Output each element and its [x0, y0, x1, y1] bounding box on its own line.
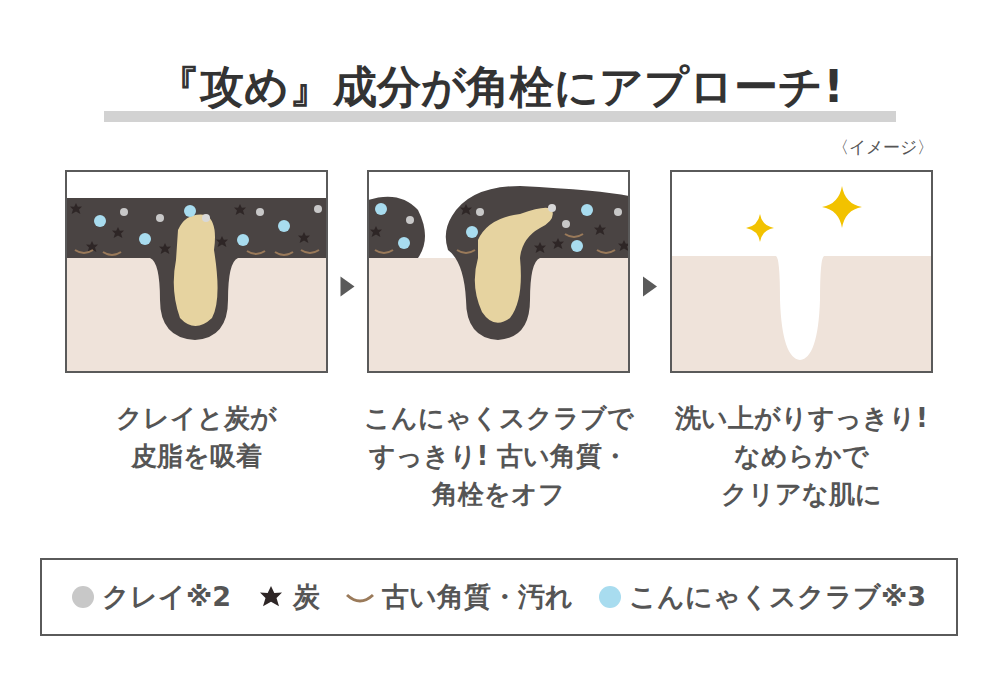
legend-box: クレイ※2 炭 古い角質・汚れ こんにゃくスクラブ※3	[40, 558, 958, 636]
legend-item: 炭	[257, 579, 320, 615]
legend-text: こんにゃくスクラブ※3	[629, 579, 926, 615]
legend-swatch	[72, 586, 94, 608]
legend-text: 古い角質・汚れ	[382, 579, 573, 615]
step-caption: こんにゃくスクラブで すっきり! 古い角質・角栓をオフ	[349, 399, 649, 513]
charcoal-symbol	[257, 585, 285, 609]
step-arrow	[643, 277, 657, 297]
legend-text: クレイ※2	[102, 579, 231, 615]
skin-panel: 洗い上がりすっきり! なめらかで クリアな肌に	[670, 170, 933, 373]
residue-symbol	[346, 585, 374, 609]
skin-panel: クレイと炭が 皮脂を吸着	[65, 170, 328, 373]
image-note: 〈イメージ〉	[832, 136, 934, 159]
skin-panel: こんにゃくスクラブで すっきり! 古い角質・角栓をオフ	[367, 170, 630, 373]
panel-art-3	[671, 171, 932, 372]
step-caption: 洗い上がりすっきり! なめらかで クリアな肌に	[652, 399, 952, 513]
legend-text: 炭	[293, 579, 320, 615]
legend-item: クレイ※2	[72, 579, 231, 615]
step-caption: クレイと炭が 皮脂を吸着	[47, 399, 347, 475]
legend-swatch	[599, 586, 621, 608]
title: 『攻め』成分が角栓にアプローチ!	[0, 58, 1000, 117]
legend-item: 古い角質・汚れ	[346, 579, 573, 615]
step-arrow	[341, 277, 355, 297]
panel-art-1	[66, 171, 327, 372]
panel-art-2	[368, 171, 630, 372]
legend-item: こんにゃくスクラブ※3	[599, 579, 926, 615]
title-underline	[104, 111, 896, 122]
